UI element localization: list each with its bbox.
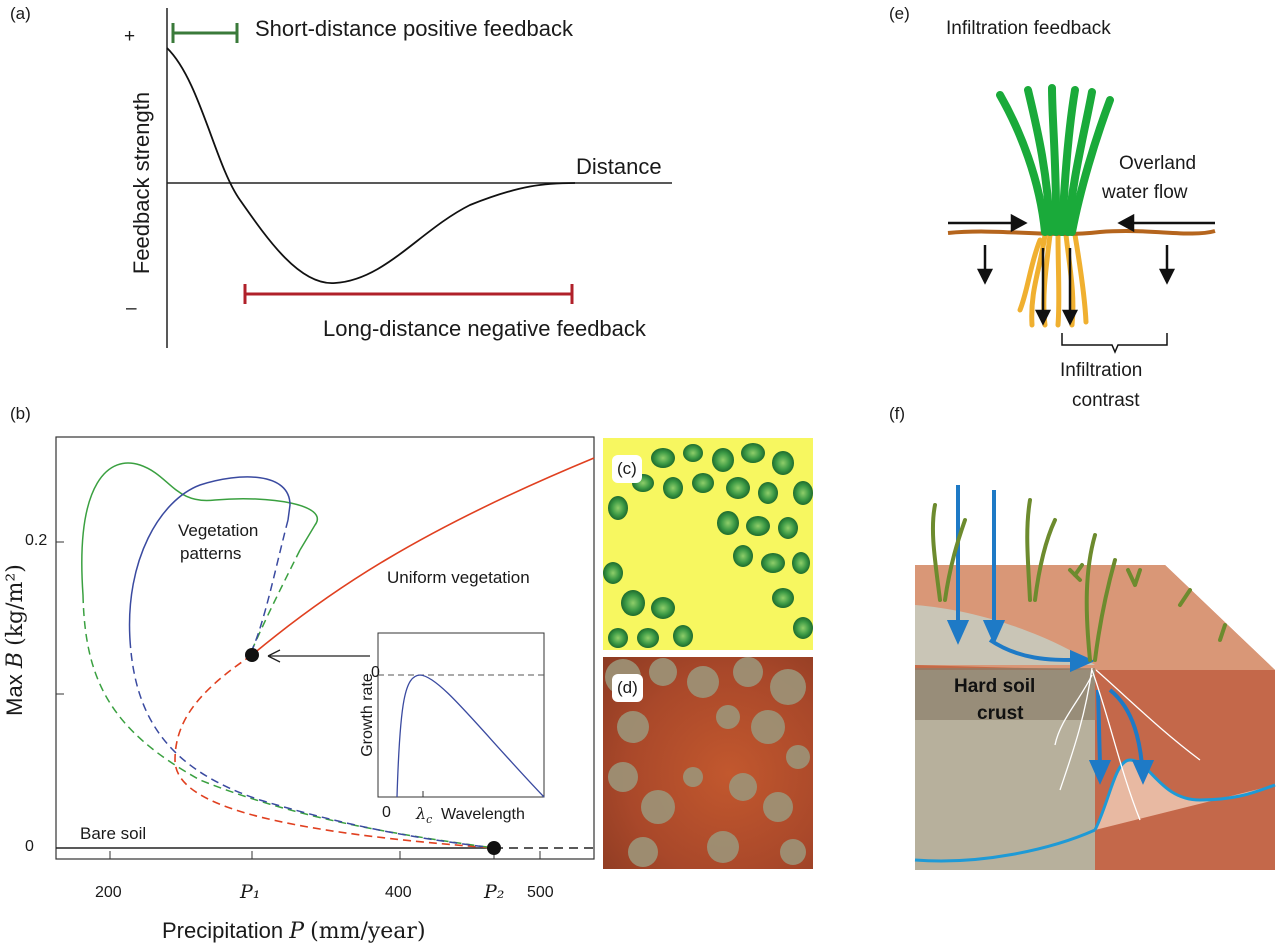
p2-label: P₂ — [484, 881, 505, 903]
panel-d-label: (d) — [612, 674, 643, 702]
inset-lambda-sub: c — [426, 813, 433, 827]
feedback-curve — [166, 47, 576, 284]
bare-soil-label: Bare soil — [80, 824, 147, 843]
p1-label: P₁ — [240, 881, 261, 903]
panel-c-pattern-image — [603, 438, 813, 650]
precipitation-axis-label: Precipitation P (mm/year) — [162, 918, 426, 944]
overland-line1: Overland — [1119, 153, 1197, 174]
distance-label: Distance — [576, 154, 662, 179]
panel-e-diagram — [947, 84, 1216, 354]
ylabel-unit: (kg/m²) — [3, 564, 28, 646]
ylabel-prefix: Max — [2, 674, 27, 716]
panel-a-axes — [166, 8, 672, 348]
infiltration-feedback-title: Infiltration feedback — [946, 18, 1111, 39]
crust-line1: Hard soil — [954, 676, 1036, 697]
xlabel-prefix: Precipitation — [162, 918, 284, 943]
veg-patterns-line2: patterns — [180, 544, 242, 563]
panel-d-shrubs — [605, 657, 810, 867]
panel-a-label: (a) — [10, 4, 31, 23]
inset-zero-x: 0 — [382, 804, 391, 821]
contrast-line1: Infiltration — [1060, 360, 1143, 381]
minus-sign: – — [126, 298, 137, 319]
ytick-02: 0.2 — [25, 532, 48, 549]
ytick-0: 0 — [25, 838, 34, 855]
uniform-vegetation-label: Uniform vegetation — [387, 568, 530, 587]
panel-f-diagram — [914, 485, 1276, 870]
xlabel-var: P — [289, 919, 305, 944]
panel-c-spots — [603, 443, 813, 648]
veg-patterns-line1: Vegetation — [178, 521, 259, 540]
point-p2 — [487, 841, 501, 855]
plus-sign: + — [124, 26, 136, 47]
panel-b-label: (b) — [10, 404, 31, 423]
ylabel-var: B — [3, 651, 28, 669]
crust-line2: crust — [977, 703, 1024, 724]
xlabel-unit: (mm/year) — [310, 919, 426, 944]
inset-lambda: λ — [416, 804, 427, 823]
xtick-500: 500 — [527, 884, 554, 901]
max-b-axis-label: Max B (kg/m²) — [2, 550, 28, 730]
xtick-400: 400 — [385, 884, 412, 901]
inset-zero-y: 0 — [371, 664, 380, 681]
short-distance-label: Short-distance positive feedback — [255, 16, 573, 41]
root-lines — [1054, 667, 1201, 821]
panel-e-label: (e) — [889, 4, 910, 23]
inset-lambda-c: λc — [416, 804, 432, 826]
panel-c-label: (c) — [612, 455, 642, 483]
xtick-200: 200 — [95, 884, 122, 901]
overland-line2: water flow — [1102, 182, 1188, 203]
inset-wavelength: Wavelength — [441, 806, 525, 823]
long-distance-label: Long-distance negative feedback — [323, 316, 646, 341]
panel-f-label: (f) — [889, 404, 906, 423]
point-p1 — [245, 648, 259, 662]
contrast-line2: contrast — [1072, 390, 1140, 411]
panel-b-chart — [55, 436, 595, 860]
